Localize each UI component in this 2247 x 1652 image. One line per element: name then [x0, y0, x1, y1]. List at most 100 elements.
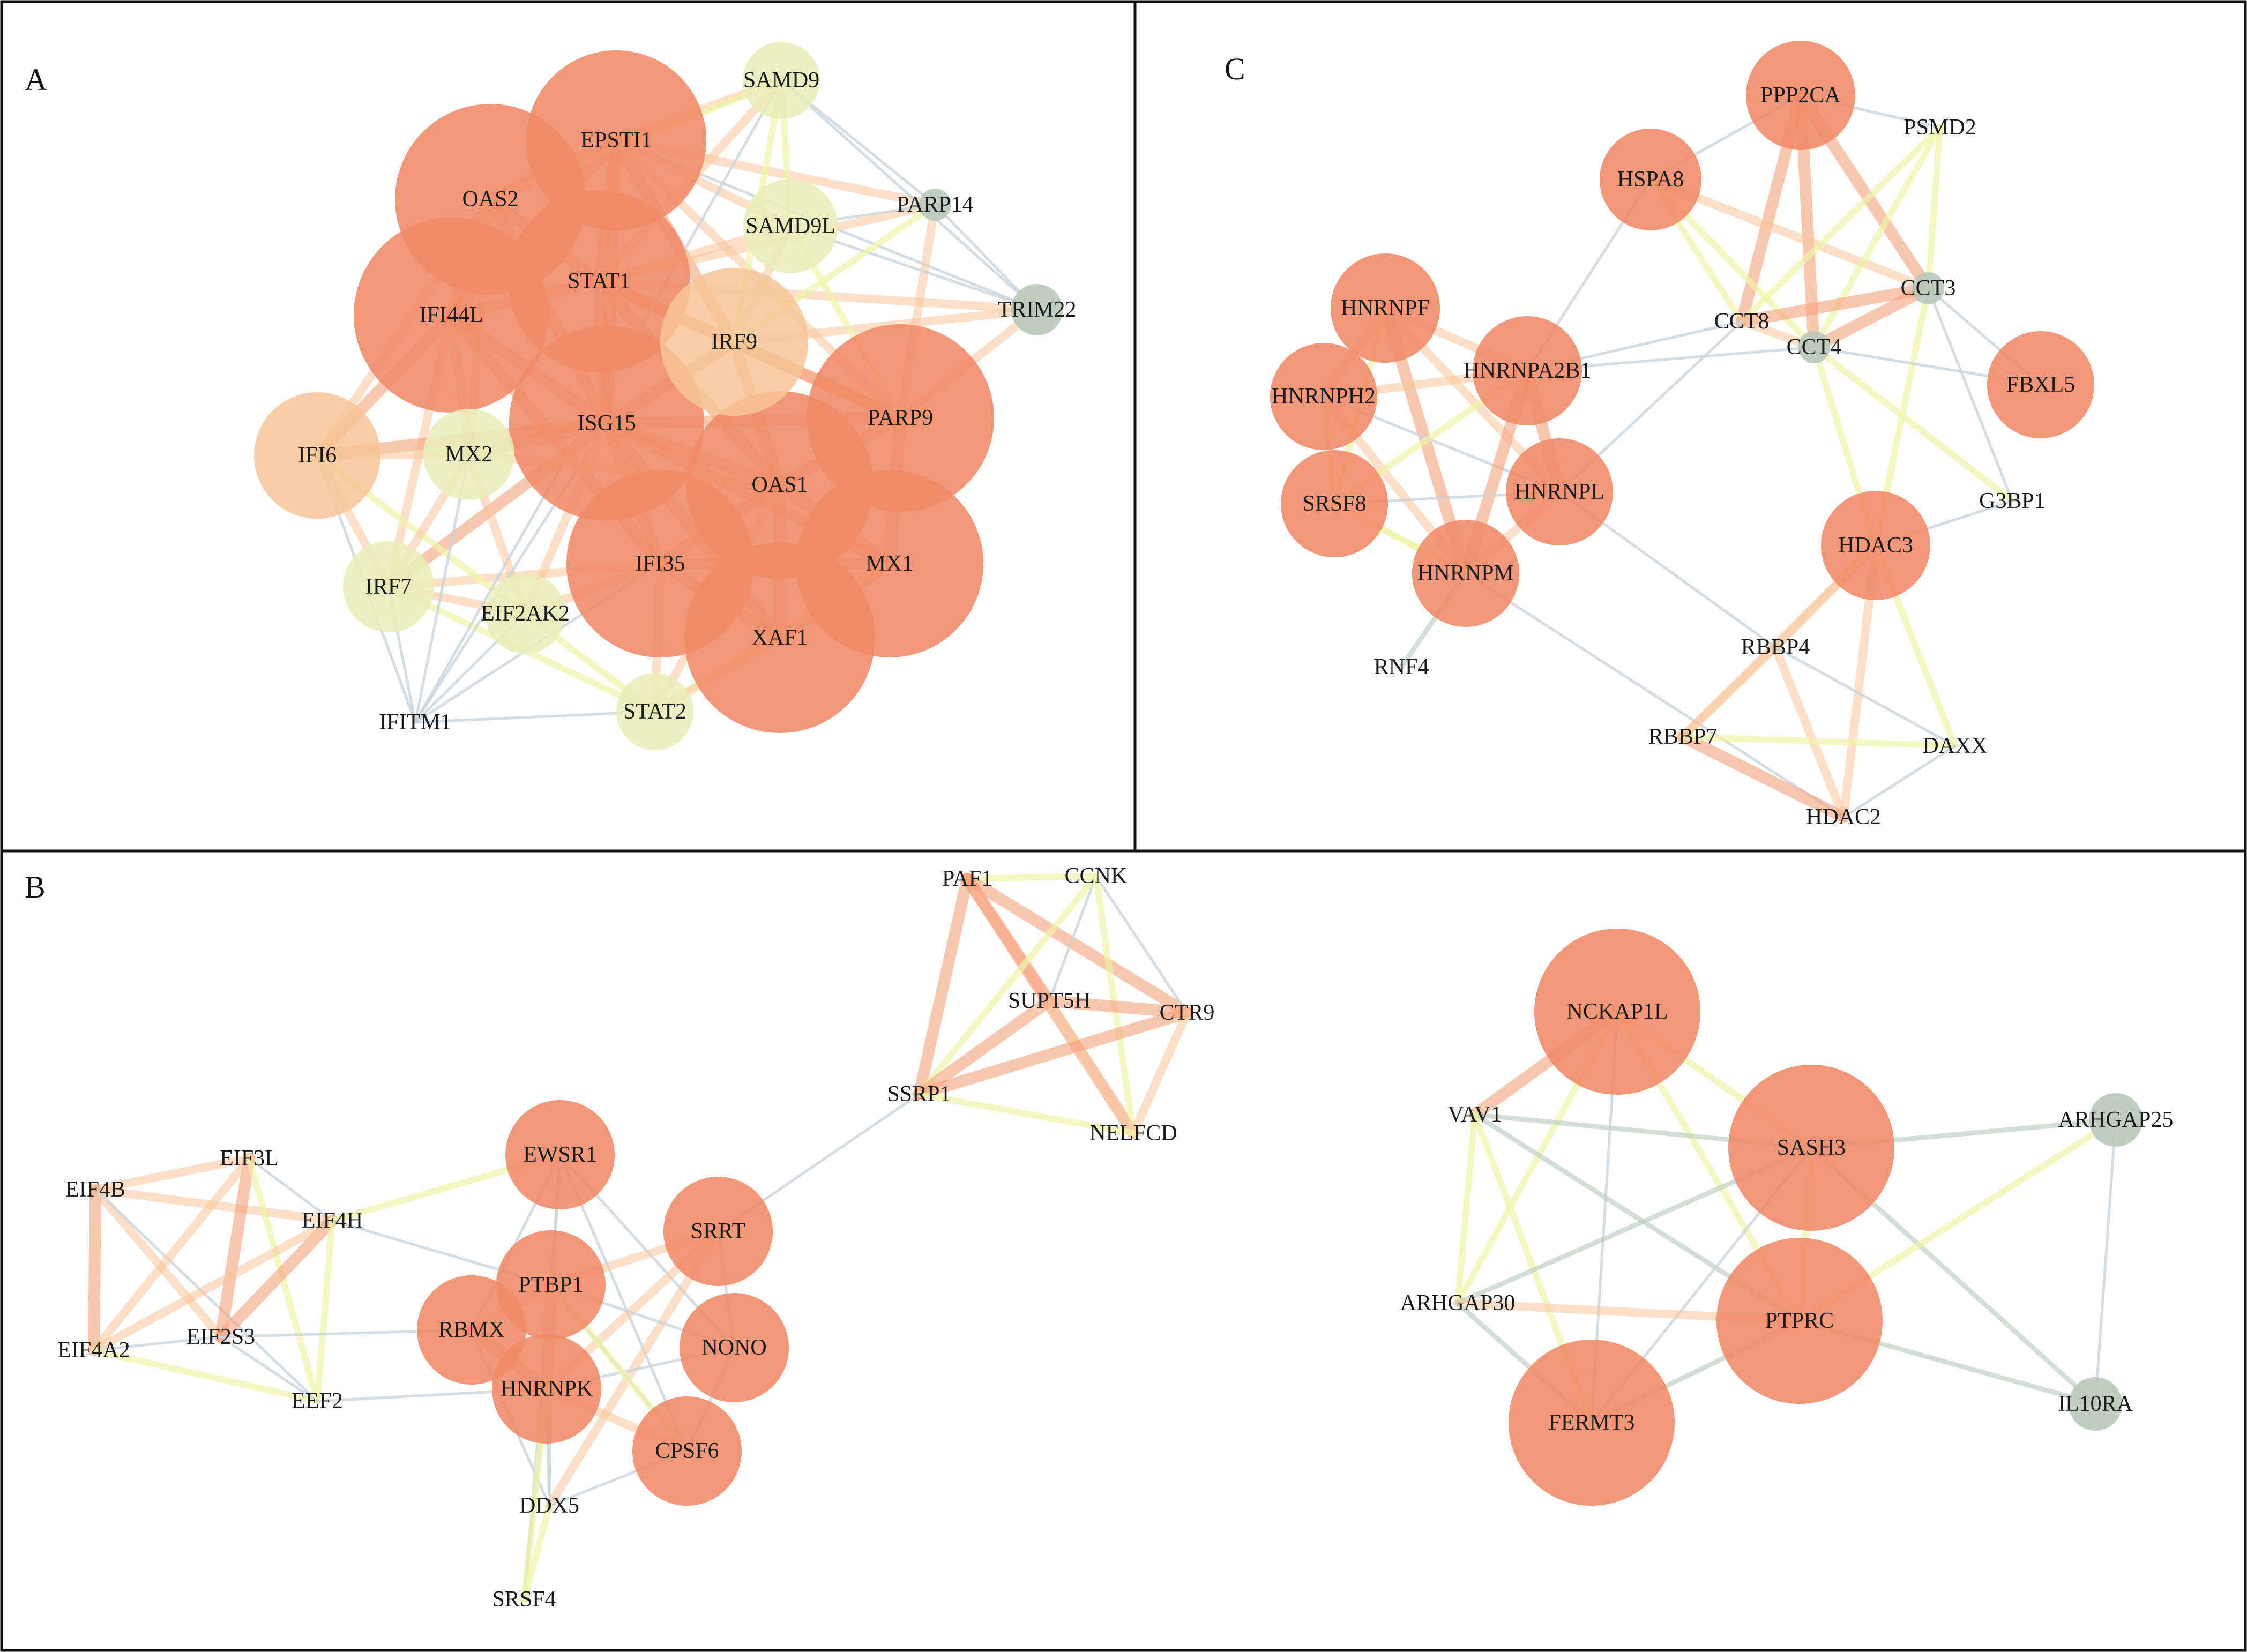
node-circle-cct3 — [1912, 272, 1944, 304]
node-stat1: STAT1 — [508, 190, 690, 372]
node-circle-srrt — [663, 1177, 773, 1286]
node-arhgap25: ARHGAP25 — [2058, 1093, 2173, 1147]
node-circle-parp14 — [919, 189, 951, 221]
node-trim22: TRIM22 — [998, 284, 1077, 335]
node-il10ra: IL10RA — [2058, 1377, 2133, 1431]
node-circle-nono — [680, 1293, 789, 1402]
edge-eif3l-eif2s3 — [215, 1153, 255, 1343]
node-label-fbxl5: FBXL5 — [2006, 372, 2075, 397]
node-circle-hdac3 — [1821, 491, 1930, 600]
node-label-fermt3: FERMT3 — [1548, 1410, 1634, 1435]
edge-stat2-ifitm1 — [414, 710, 656, 724]
node-label-ccnk: CCNK — [1065, 864, 1128, 888]
node-label-ssrp1: SSRP1 — [887, 1082, 951, 1107]
edge-rbbp4-hdac2 — [1771, 643, 1848, 821]
node-circle-irf7 — [343, 541, 434, 632]
edge-eif4a2-eif2s3 — [92, 1335, 222, 1352]
node-label-isg15: ISG15 — [577, 411, 636, 436]
node-ptprc: PTPRC — [1716, 1238, 1883, 1404]
node-hspa8: HSPA8 — [1600, 129, 1701, 230]
panel-a-letter: A — [25, 62, 47, 97]
node-label-stat1: STAT1 — [568, 269, 631, 294]
node-label-stat2: STAT2 — [623, 699, 686, 724]
node-label-hnrnpk: HNRNPK — [501, 1377, 593, 1401]
node-hnrnpl: HNRNPL — [1506, 438, 1613, 545]
node-nono: NONO — [680, 1293, 789, 1402]
node-label-rbbp4: RBBP4 — [1741, 635, 1810, 660]
node-srrt: SRRT — [663, 1177, 773, 1286]
node-ssrp1: SSRP1 — [887, 1082, 951, 1107]
node-label-nelfcd: NELFCD — [1089, 1121, 1177, 1146]
edge-paf1-ssrp1 — [913, 873, 973, 1100]
node-g3bp1: G3BP1 — [1979, 489, 2046, 513]
edge-ccnk-ctr9 — [1094, 874, 1189, 1014]
node-label-hnrnpl: HNRNPL — [1514, 480, 1604, 504]
node-label-ptprc: PTPRC — [1765, 1309, 1834, 1333]
node-eif3l: EIF3L — [220, 1146, 279, 1171]
edge-eif3l-eif4h — [248, 1157, 334, 1222]
node-ifi6: IFI6 — [254, 392, 380, 519]
edge-supt5h-nelfcd — [1045, 997, 1138, 1138]
edge-paf1-ccnk — [964, 873, 1099, 882]
node-vav1: VAV1 — [1447, 1102, 1502, 1127]
node-circle-ifi44l — [354, 218, 549, 413]
node-label-supt5h: SUPT5H — [1008, 989, 1091, 1013]
node-circle-hspa8 — [1600, 129, 1701, 230]
node-stat2: STAT2 — [616, 673, 693, 750]
node-label-paf1: PAF1 — [942, 866, 992, 891]
edge-psmd2-cct8 — [1738, 124, 1943, 325]
node-circle-hnrnpf — [1331, 253, 1440, 363]
edge-daxx-hdac2 — [1842, 744, 1957, 819]
node-paf1: PAF1 — [942, 866, 992, 891]
node-xaf1: XAF1 — [684, 542, 875, 733]
node-label-hnrnpm: HNRNPM — [1417, 561, 1514, 586]
node-fermt3: FERMT3 — [1509, 1340, 1675, 1506]
node-nckap1l: NCKAP1L — [1534, 929, 1700, 1095]
node-label-epsti1: EPSTI1 — [580, 128, 652, 153]
node-sash3: SASH3 — [1728, 1065, 1894, 1231]
node-circle-stat1 — [508, 190, 690, 372]
node-label-nckap1l: NCKAP1L — [1566, 999, 1668, 1024]
node-hdac3: HDAC3 — [1821, 491, 1930, 600]
edge-eif4b-eef2 — [94, 1188, 319, 1403]
edge-eif4b-eif3l — [91, 1154, 253, 1194]
node-label-srsf8: SRSF8 — [1302, 491, 1366, 516]
node-arhgap30: ARHGAP30 — [1400, 1291, 1516, 1315]
edge-ccnk-ssrp1 — [916, 873, 1099, 1097]
node-label-parp9: PARP9 — [868, 406, 933, 430]
node-cct8: CCT8 — [1714, 309, 1770, 334]
node-label-ctr9: CTR9 — [1160, 1000, 1215, 1025]
node-label-hdac3: HDAC3 — [1838, 533, 1913, 558]
node-hnrnph2: HNRNPH2 — [1270, 343, 1377, 450]
edge-eif4a2-eef2 — [91, 1347, 320, 1404]
node-label-irf7: IRF7 — [365, 574, 412, 599]
node-eif2s3: EIF2S3 — [186, 1325, 255, 1349]
node-hnrnpk: HNRNPK — [492, 1334, 601, 1444]
node-label-ppp2ca: PPP2CA — [1760, 83, 1841, 108]
node-circle-fermt3 — [1509, 1340, 1675, 1506]
edge-samd9-trim22 — [780, 79, 1039, 311]
node-hnrnpf: HNRNPF — [1331, 253, 1440, 363]
node-circle-ptprc — [1716, 1238, 1883, 1404]
node-eif4h: EIF4H — [302, 1208, 363, 1233]
node-rbbp4: RBBP4 — [1741, 635, 1810, 660]
node-eif4b: EIF4B — [65, 1177, 125, 1202]
node-daxx: DAXX — [1922, 734, 1987, 758]
edge-cct3-cct4 — [1808, 282, 1934, 353]
edge-psmd2-cct3 — [1925, 124, 1943, 291]
node-label-eif4b: EIF4B — [65, 1177, 125, 1202]
edge-vav1-arhgap30 — [1454, 1111, 1478, 1306]
edge-rbbp4-daxx — [1774, 646, 1957, 747]
node-circle-mx2 — [423, 409, 514, 500]
node-label-daxx: DAXX — [1922, 734, 1987, 758]
node-label-oas2: OAS2 — [462, 187, 518, 212]
node-ccnk: CCNK — [1065, 864, 1128, 888]
node-circle-irf9 — [660, 268, 808, 416]
node-label-nono: NONO — [701, 1335, 766, 1360]
edge-eif4h-eif2s3 — [215, 1215, 338, 1343]
node-ppp2ca: PPP2CA — [1746, 41, 1855, 150]
node-circle-hnrnph2 — [1270, 343, 1377, 450]
edge-ctr9-nelfcd — [1129, 1008, 1191, 1138]
